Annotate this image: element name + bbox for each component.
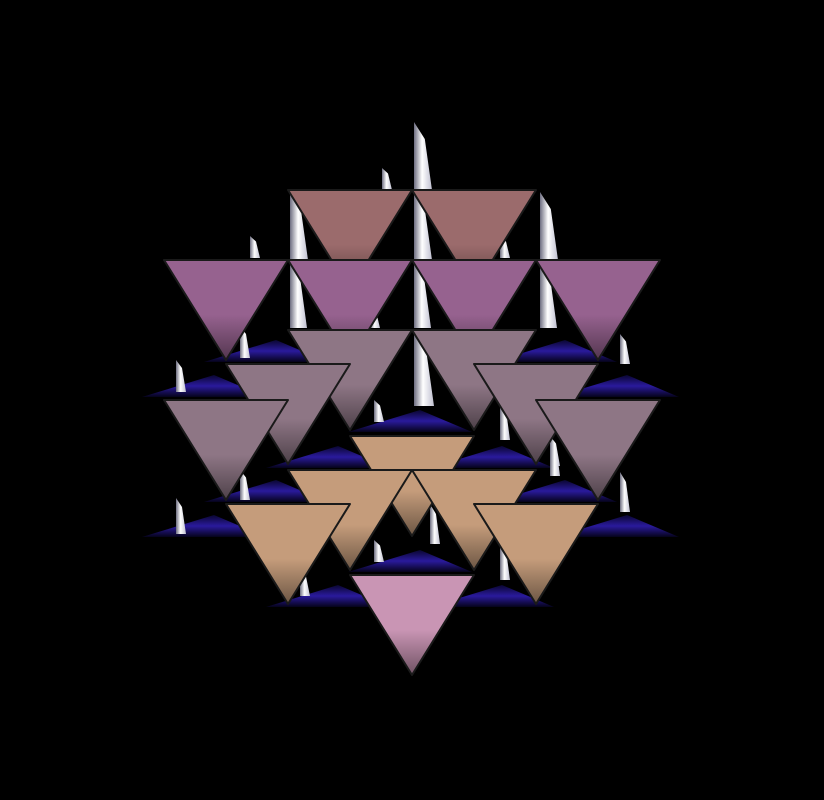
shadow-wedge-3: [142, 375, 266, 397]
white-shard-10: [540, 262, 557, 328]
triangle-top-row-2: [411, 189, 537, 291]
shadow-wedge-4: [555, 375, 679, 397]
white-shard-13: [414, 330, 434, 406]
shadow-wedge-5: [348, 410, 472, 432]
shadow-wedge-13: [266, 585, 390, 607]
triangle-upper-purple-6: [535, 259, 661, 361]
white-shard-2: [382, 168, 392, 190]
triangle-pink-18: [349, 574, 475, 676]
white-shard-23: [374, 540, 384, 562]
white-shard-5: [414, 192, 432, 260]
white-shard-22: [430, 504, 440, 544]
triangle-mauve-12: [535, 399, 661, 501]
shadow-wedge-1: [204, 340, 328, 362]
shadow-wedge-8: [204, 480, 328, 502]
white-shard-14: [620, 334, 630, 364]
shadow-wedge-11: [555, 515, 679, 537]
triangle-layer: [163, 189, 661, 676]
triangle-upper-purple-5: [411, 259, 537, 361]
shadow-wedge-2: [493, 340, 617, 362]
white-shard-1: [414, 122, 432, 190]
white-shard-8: [290, 262, 307, 328]
white-shard-16: [374, 400, 384, 422]
white-shard-9: [414, 262, 431, 328]
white-shard-26: [550, 436, 560, 466]
white-shard-15: [176, 360, 186, 392]
white-shard-18: [240, 470, 250, 500]
triangle-tan-17: [473, 503, 599, 605]
white-shard-21: [176, 498, 186, 534]
triangle-mauve-11: [163, 399, 289, 501]
shadow-wedge-12: [348, 550, 472, 572]
shadow-wedge-7: [430, 446, 554, 468]
shadow-wedge-6: [266, 446, 390, 468]
triangle-upper-purple-4: [287, 259, 413, 361]
triangle-top-row-1: [287, 189, 413, 291]
white-shard-4: [540, 192, 558, 260]
white-shard-20: [620, 472, 630, 512]
white-shard-6: [250, 236, 260, 258]
shadow-wedge-14: [430, 585, 554, 607]
shadow-wedge-9: [493, 480, 617, 502]
white-shard-layer: [176, 122, 630, 596]
triangle-upper-purple-3: [163, 259, 289, 361]
white-shard-3: [290, 192, 308, 260]
blue-shadow-layer: [142, 340, 679, 607]
shadow-wedge-10: [142, 515, 266, 537]
triangle-tan-16: [225, 503, 351, 605]
